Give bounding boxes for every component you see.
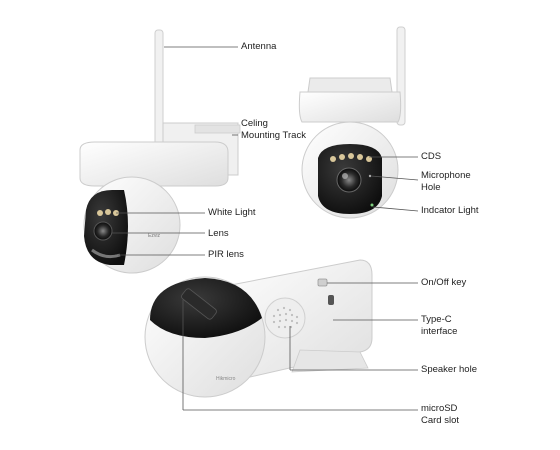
camera-right-base [307,77,393,93]
camera-right [298,26,406,219]
label-type-c: Type-C interface [421,314,458,337]
camera-left-lens [93,221,113,241]
label-white-light: White Light [208,207,256,218]
label-microphone-hole: Microphone Hole [421,170,471,193]
label-pir-lens: PIR lens [208,249,244,260]
camera-left-pir-lens [91,248,121,259]
leader-lines [112,46,419,411]
label-cds: CDS [421,151,442,162]
camera-left-logo: Ezviz [148,233,160,239]
camera-bottom-logo: Hikmicro [216,376,236,382]
type-c-port [328,295,334,305]
camera-right-lens [336,167,362,193]
microsd-slot [181,288,217,320]
label-lens: Lens [208,228,229,239]
on-off-key [317,278,328,287]
camera-left: Ezviz [79,29,241,274]
leader-indicator [372,206,419,212]
label-speaker-hole: Speaker hole [421,364,477,375]
microphone-hole [368,174,372,178]
camera-bottom: Hikmicro [144,259,373,398]
label-on-off-key: On/Off key [421,277,467,288]
camera-left-base [79,141,229,187]
speaker-grill [264,297,306,339]
white-light-leds [97,209,119,216]
indicator-light [370,203,374,207]
label-antenna: Antenna [241,41,277,52]
label-ceiling-track: Celing Mounting Track [241,118,306,141]
leader-microphone [370,175,419,181]
label-microsd-slot: microSD Card slot [421,403,460,426]
label-indicator-light: Indcator Light [421,205,479,216]
cds-led-row [330,153,372,162]
